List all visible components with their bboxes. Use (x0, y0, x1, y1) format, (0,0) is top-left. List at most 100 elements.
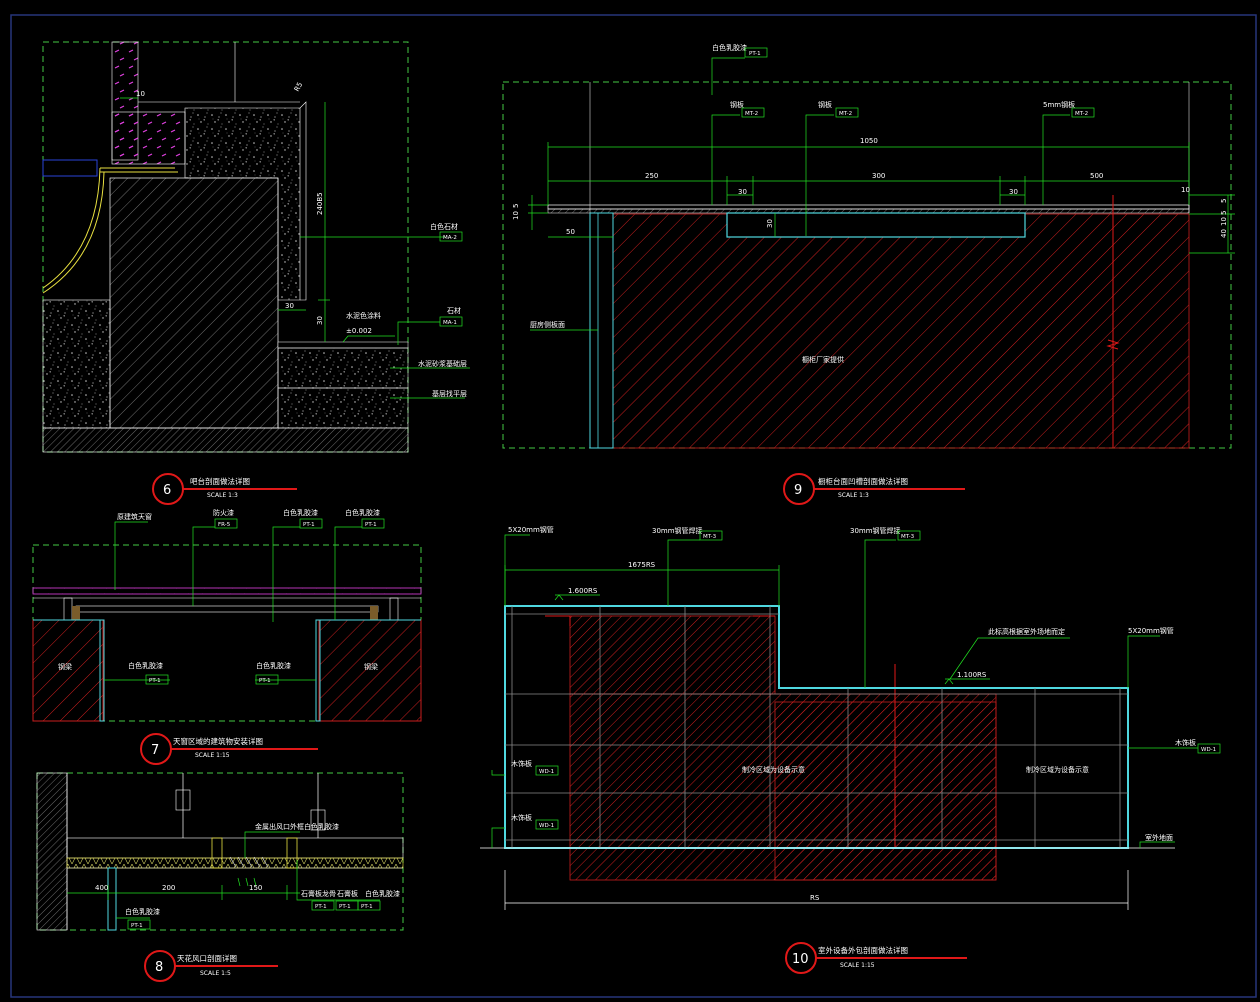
d9-tag-mt2-2: MT-2 (839, 111, 852, 117)
d8-tag-pt1-3: PT-1 (339, 904, 351, 910)
d9-dim-30c: 30 (766, 219, 774, 228)
d9-dim-500: 500 (1090, 172, 1103, 180)
d9-scale: SCALE 1:3 (838, 492, 869, 499)
d9-dim-30a: 30 (738, 188, 747, 196)
d10-label-elevation-note: 此标高根据室外场地而定 (988, 627, 1065, 636)
d10-label-steel-pipe-1: 5X20mm钢管 (508, 525, 554, 534)
d10-tag-wd1-left-1: WD-1 (539, 769, 554, 775)
d9-dim-10c: 10 (1220, 217, 1228, 226)
d8-tag-pt1-1: PT-1 (131, 923, 143, 929)
d7-label-beam-2: 钢梁 (364, 662, 378, 671)
d10-tag-wd1-right: WD-1 (1201, 747, 1216, 753)
d8-dim-200: 200 (162, 884, 175, 892)
d6-dim-r5: R5 (293, 81, 305, 93)
d6-title: 吧台剖面做法详图 (190, 476, 250, 486)
detail-10: 1675RS RS 1.600RS 1.100RS 5X20mm钢管 30mm钢… (480, 525, 1221, 974)
d6-number: 6 (163, 483, 171, 498)
d8-dim-150: 150 (249, 884, 262, 892)
d9-label-steel-1: 钢板 (730, 100, 744, 109)
d10-tag-mt3-1: MT-3 (703, 534, 717, 540)
d10-label-zone-left: 制冷区域为设备示意 (742, 765, 805, 774)
detail-6-frame (42, 41, 409, 453)
d7-tag-pt1-2: PT-1 (365, 522, 377, 528)
d9-dim-300: 300 (872, 172, 885, 180)
d7-title: 天窗区域的建筑物安装详图 (173, 736, 263, 746)
d6-label-mortar: 水泥砂浆基础层 (418, 359, 467, 368)
d8-tag-pt1-2: PT-1 (315, 904, 327, 910)
d10-tag-wd1-left-2: WD-1 (539, 823, 554, 829)
d10-label-zone-right: 制冷区域为设备示意 (1026, 765, 1089, 774)
d9-label-white-latex: 白色乳胶漆 (712, 43, 747, 52)
d9-dim-10b: 10 (512, 211, 520, 220)
d8-label-gypsum: 石膏板 (337, 889, 358, 898)
d9-dim-10a: 10 (1181, 186, 1190, 194)
d9-tag-mt2-1: MT-2 (745, 111, 758, 117)
d9-dim-5c: 5 (1220, 211, 1228, 215)
d10-level-1100: 1.100RS (957, 671, 987, 679)
d6-dim-height: 240B5 (316, 192, 324, 215)
d6-label-white-stone: 白色石材 (430, 222, 458, 231)
d6-label-stone: 石材 (447, 306, 461, 315)
d9-label-cabinet-vendor: 橱柜厂家提供 (802, 355, 844, 364)
d6-label-cement-paint: 水泥色涂料 (346, 311, 381, 320)
d7-scale: SCALE 1:15 (195, 752, 230, 759)
d6-dim-10: 10 (136, 90, 145, 98)
d10-label-wood-right: 木饰板 (1175, 738, 1196, 747)
d8-label-gypsum-keel: 石膏板龙骨 (301, 889, 336, 898)
d9-title: 橱柜台面凹槽剖面做法详图 (818, 476, 908, 486)
d9-number: 9 (794, 483, 802, 498)
d10-number: 10 (792, 952, 809, 967)
d10-dim-rs: RS (810, 894, 820, 902)
d9-tag-mt2-3: MT-2 (1075, 111, 1088, 117)
d6-level: ±0.002 (346, 327, 372, 335)
detail-9-frame (502, 81, 1232, 449)
d8-title: 天花风口剖面详图 (177, 953, 237, 963)
d7-label-skylight: 原建筑天窗 (117, 512, 152, 521)
d9-dim-1050: 1050 (860, 137, 878, 145)
d9-dim-40: 40 (1220, 229, 1228, 238)
d7-label-latex-4: 白色乳胶漆 (256, 661, 291, 670)
detail-6: 10 R5 240B5 30 30 白色石材 MA-2 水泥色涂料 ±0.002… (42, 41, 470, 505)
d9-label-kitchen-side: 厨房侧板面 (530, 320, 565, 329)
d9-label-steel-2: 钢板 (818, 100, 832, 109)
d7-label-beam-1: 钢梁 (58, 662, 72, 671)
d10-dim-1675: 1675RS (628, 561, 656, 569)
d9-dim-50: 50 (566, 228, 575, 236)
detail-8: 400 200 150 白色乳胶漆 PT-1 金属出风口外框白色乳胶漆 石膏板龙… (36, 772, 404, 982)
d8-tag-pt1-4: PT-1 (361, 904, 373, 910)
sheet-border (10, 14, 1257, 998)
d9-tag-pt1: PT-1 (749, 51, 761, 57)
d9-dim-30b: 30 (1009, 188, 1018, 196)
d8-number: 8 (155, 960, 163, 975)
d6-label-leveling: 基层找平层 (432, 389, 467, 398)
d7-tag-fr5: FR-5 (218, 522, 231, 528)
d8-scale: SCALE 1:5 (200, 970, 231, 977)
d9-label-5mm-steel: 5mm钢板 (1043, 100, 1075, 109)
d10-label-wood-left-1: 木饰板 (511, 759, 532, 768)
d7-label-latex-2: 白色乳胶漆 (345, 508, 380, 517)
d6-tag-ma1: MA-1 (443, 320, 457, 326)
d6-scale: SCALE 1:3 (207, 492, 238, 499)
d10-label-weld-2: 30mm钢管焊接 (850, 526, 901, 535)
d8-label-vent-frame: 金属出风口外框白色乳胶漆 (255, 822, 339, 831)
detail-7: 原建筑天窗 防火漆 FR-5 白色乳胶漆 PT-1 白色乳胶漆 PT-1 白色乳… (32, 508, 422, 765)
d8-dim-400: 400 (95, 884, 108, 892)
d7-label-latex-1: 白色乳胶漆 (283, 508, 318, 517)
d10-scale: SCALE 1:15 (840, 962, 875, 969)
d10-level-1600: 1.600RS (568, 587, 598, 595)
detail-9: 1050 250 300 500 30 30 10 5 10 5 50 30 4… (502, 43, 1235, 505)
d9-dim-5b: 5 (512, 204, 520, 208)
d10-title: 室外设备外包剖面做法详图 (818, 945, 908, 955)
d7-tag-pt1-4: PT-1 (259, 678, 271, 684)
d10-label-steel-pipe-2: 5X20mm钢管 (1128, 626, 1174, 635)
d7-label-fireproof: 防火漆 (213, 508, 234, 517)
d9-dim-250: 250 (645, 172, 658, 180)
d7-tag-pt1-3: PT-1 (149, 678, 161, 684)
d10-tag-mt3-2: MT-3 (901, 534, 915, 540)
d9-dim-5a: 5 (1220, 199, 1228, 203)
d10-label-outdoor-ground: 室外地面 (1145, 833, 1173, 842)
d6-tag-ma2: MA-2 (443, 235, 457, 241)
d7-tag-pt1-1: PT-1 (303, 522, 315, 528)
d10-label-wood-left-2: 木饰板 (511, 813, 532, 822)
